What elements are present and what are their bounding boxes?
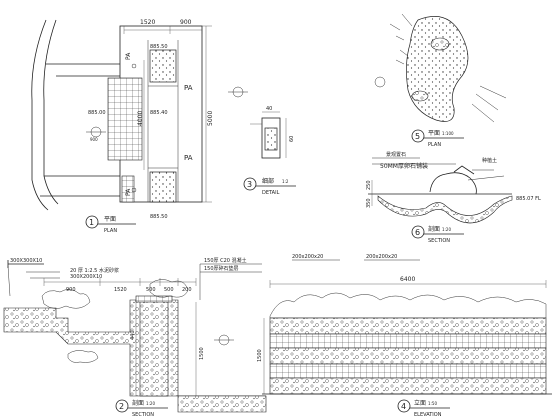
section-6-drawing (368, 157, 513, 239)
section-2-dim-v2: 440 (130, 330, 136, 340)
detail-3-title-en: DETAIL (262, 190, 280, 196)
elevation-4-dim-total: 6400 (400, 276, 415, 283)
detail-3-number: 3 (247, 180, 252, 189)
section-6-note-mid: 50MM厚卵石铺装 (380, 162, 428, 170)
plan-1-drawing (31, 19, 212, 211)
section-notes-leaders (199, 263, 262, 300)
plan-5-title-cn: 平面 (428, 130, 440, 137)
section-2-number: 2 (119, 402, 124, 411)
section-6-note-right: 种植土 (482, 157, 497, 164)
plan-1-elev-b: 885.00 (88, 110, 106, 116)
plan-1-title-block (85, 215, 136, 229)
section-2-dim-d: 500 (164, 287, 174, 293)
section-2-dim-e: 200 (182, 287, 192, 293)
section-6-scale: 1:20 (442, 227, 451, 232)
detail-3-dim-b: 60 (289, 136, 295, 142)
detail-3-title-cn: 细部 (262, 177, 274, 185)
plan-1-title-en: PLAN (104, 228, 117, 234)
elevation-4-block-a: 200x200x20 (292, 254, 323, 260)
plan-1-number: 1 (89, 218, 94, 227)
section-2-note-1: 300X300X10 (10, 258, 42, 264)
section-2-scale: 1:20 (146, 401, 155, 406)
section-2-note-3: 300X200X10 (70, 274, 102, 280)
plan-5-title-en: PLAN (428, 142, 441, 148)
plan-1-label-pa-bottom: PA (184, 154, 193, 162)
section-2-note-2: 20 厚 1:2.5 水泥砂浆 (70, 267, 119, 274)
plan-5-drawing (374, 13, 507, 143)
plan-1-label-pa-left2: PA (125, 188, 132, 196)
plan-1-label-pa-left: PA (125, 52, 132, 60)
section-2-dim-b: 1520 (114, 287, 127, 293)
plan-1-dim-top-b: 900 (180, 19, 192, 26)
plan-5-number: 5 (415, 132, 420, 141)
plan-1-dim-side: 5000 (207, 111, 214, 126)
section-2-dim-v1: 1500 (199, 347, 205, 360)
section-6-note-top: 景观置石 (386, 151, 406, 158)
plan-1-elev-d: 885.50 (150, 214, 168, 220)
detail-3-drawing (228, 86, 296, 191)
elevation-4-title-cn: 立面 (414, 399, 426, 407)
detail-3-scale: 1:2 (282, 179, 289, 184)
elevation-4-dim-v: 1500 (257, 349, 263, 362)
elevation-4-block-b: 200x200x20 (366, 254, 397, 260)
section-6-dim-a: 250 (366, 180, 372, 190)
elevation-4-drawing (262, 259, 552, 413)
plan-1-dim-inner: 4000 (137, 111, 144, 126)
section-2-drawing (3, 260, 267, 413)
plan-1-elev-a: 885.50 (150, 44, 168, 50)
section-note-b: 150厚碎石垫层 (204, 265, 239, 272)
section-6-title-en: SECTION (428, 238, 450, 244)
plan-1-label-pa-top: PA (184, 84, 193, 92)
plan-1-title-cn: 平面 (104, 216, 116, 223)
section-2-title-en: SECTION (132, 412, 154, 418)
elevation-4-title-en: ELEVATION (414, 412, 442, 418)
section-6-title-cn: 剖面 (428, 225, 440, 233)
section-2-title-cn: 剖面 (132, 399, 144, 407)
section-2-dim-a: 900 (66, 287, 76, 293)
section-note-a: 150厚 C20 混凝土 (204, 257, 247, 264)
plan-1-elev-c: 885.40 (150, 110, 168, 116)
section-2-dim-c: 500 (146, 287, 156, 293)
elevation-4-number: 4 (401, 402, 406, 411)
section-6-elev: 885.07 FL (516, 196, 541, 202)
detail-3-dim-a: 40 (266, 106, 272, 112)
plan-5-scale: 1:100 (442, 131, 454, 136)
plan-1-dim-top-a: 1520 (140, 19, 155, 26)
section-6-dim-b: 350 (366, 198, 372, 208)
elevation-4-scale: 1:50 (428, 401, 437, 406)
section-6-number: 6 (415, 228, 420, 237)
plan-1-small-tag: 900 (90, 137, 98, 142)
